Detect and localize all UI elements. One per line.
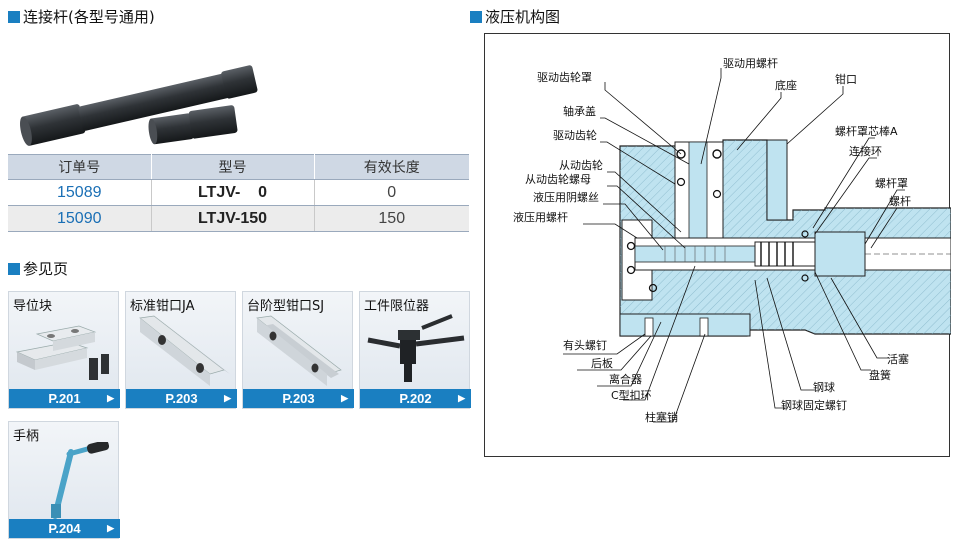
length-cell: 0 (314, 179, 469, 206)
column-header-order-no: 订单号 (8, 154, 152, 180)
triangle-right-icon: ▶ (107, 393, 114, 403)
label-head-bolt: 有头螺钉 (563, 339, 607, 352)
ref-card-label: 工件限位器 (364, 299, 430, 314)
page-link-button[interactable]: P.204 ▶ (9, 519, 120, 538)
label-driven-gear: 从动齿轮 (559, 159, 603, 172)
reference-pages-heading: 参见页 (8, 258, 68, 279)
label-steel-ball-fix-screw: 钢球固定螺钉 (781, 399, 847, 412)
spec-table: 订单号 型号 有效长度 15089 LTJV- 0 0 15090 LTJV-1… (8, 154, 469, 232)
hydraulic-diagram-heading: 液压机构图 (470, 6, 560, 27)
page-link-button[interactable]: P.203 ▶ (126, 389, 237, 408)
model-cell: LTJV-150 (151, 205, 315, 232)
label-base: 底座 (775, 79, 797, 92)
label-drive-gear: 驱动齿轮 (553, 129, 597, 142)
ref-card-guide-block[interactable]: 导位块 P.201 ▶ (8, 291, 120, 409)
label-driven-gear-nut: 从动齿轮螺母 (525, 173, 591, 186)
ref-card-label: 台阶型钳口SJ (247, 299, 325, 314)
hydraulic-cross-section-drawing (563, 68, 951, 423)
model-cell: LTJV- 0 (151, 179, 315, 206)
label-hydraulic-female-thread: 液压用阴螺丝 (533, 191, 599, 204)
ref-card-standard-jaw[interactable]: 标准钳口JA P.203 ▶ (125, 291, 237, 409)
ref-card-label: 手柄 (13, 429, 40, 444)
label-drive-gear-cover: 驱动齿轮罩 (537, 71, 592, 84)
label-clutch: 离合器 (609, 373, 642, 386)
label-screw-cover: 螺杆罩 (875, 177, 908, 190)
ref-card-label: 标准钳口JA (130, 299, 195, 314)
reference-pages-title: 参见页 (23, 260, 69, 278)
guide-block-image (15, 325, 109, 380)
column-header-model: 型号 (151, 154, 315, 180)
label-steel-ball: 钢球 (813, 381, 835, 394)
square-bullet-icon (8, 262, 20, 275)
hydraulic-diagram-title: 液压机构图 (485, 8, 561, 26)
table-header-row: 订单号 型号 有效长度 (8, 154, 469, 180)
label-rear-plate: 后板 (591, 357, 613, 370)
connecting-rod-title: 连接杆(各型号通用) (23, 8, 155, 26)
label-c-snap-ring: C型扣环 (611, 389, 652, 402)
triangle-right-icon: ▶ (341, 393, 348, 403)
triangle-right-icon: ▶ (224, 393, 231, 403)
label-bearing-cover: 轴承盖 (563, 105, 596, 118)
connecting-rod-heading: 连接杆(各型号通用) (8, 6, 155, 27)
square-bullet-icon (470, 10, 482, 23)
label-piston: 活塞 (887, 353, 909, 366)
order-no-cell[interactable]: 15089 (8, 179, 152, 206)
ref-card-label: 导位块 (13, 299, 53, 314)
ref-card-handle[interactable]: 手柄 P.204 ▶ (8, 421, 120, 539)
label-plunger-pin: 柱塞销 (645, 411, 678, 424)
label-hydraulic-screw: 液压用螺杆 (513, 211, 568, 224)
label-jaw: 钳口 (835, 73, 857, 86)
triangle-right-icon: ▶ (458, 393, 465, 403)
table-row: 15089 LTJV- 0 0 (8, 179, 469, 206)
length-cell: 150 (314, 205, 469, 232)
triangle-right-icon: ▶ (107, 523, 114, 533)
hydraulic-diagram: 驱动齿轮罩 轴承盖 驱动齿轮 从动齿轮 从动齿轮螺母 液压用阴螺丝 液压用螺杆 … (484, 33, 951, 457)
ref-card-step-jaw[interactable]: 台阶型钳口SJ P.203 ▶ (242, 291, 354, 409)
label-drive-screw: 驱动用螺杆 (723, 57, 778, 70)
square-bullet-icon (8, 10, 20, 23)
page-link-button[interactable]: P.202 ▶ (360, 389, 471, 408)
handle-image (51, 442, 110, 519)
label-disc-spring: 盘簧 (869, 369, 891, 382)
work-stopper-image (367, 314, 465, 382)
connecting-rod-photo (20, 65, 258, 146)
label-screw: 螺杆 (889, 195, 911, 208)
step-jaw-image (256, 315, 342, 386)
page-link-button[interactable]: P.201 ▶ (9, 389, 120, 408)
ref-card-work-stopper[interactable]: 工件限位器 P.202 ▶ (359, 291, 471, 409)
standard-jaw-image (139, 315, 230, 386)
column-header-length: 有效长度 (314, 154, 469, 180)
label-connecting-ring: 连接环 (849, 145, 882, 158)
order-no-cell[interactable]: 15090 (8, 205, 152, 232)
page-link-button[interactable]: P.203 ▶ (243, 389, 354, 408)
label-screw-cover-core-a: 螺杆罩芯棒A (835, 125, 898, 138)
table-row: 15090 LTJV-150 150 (8, 205, 469, 232)
